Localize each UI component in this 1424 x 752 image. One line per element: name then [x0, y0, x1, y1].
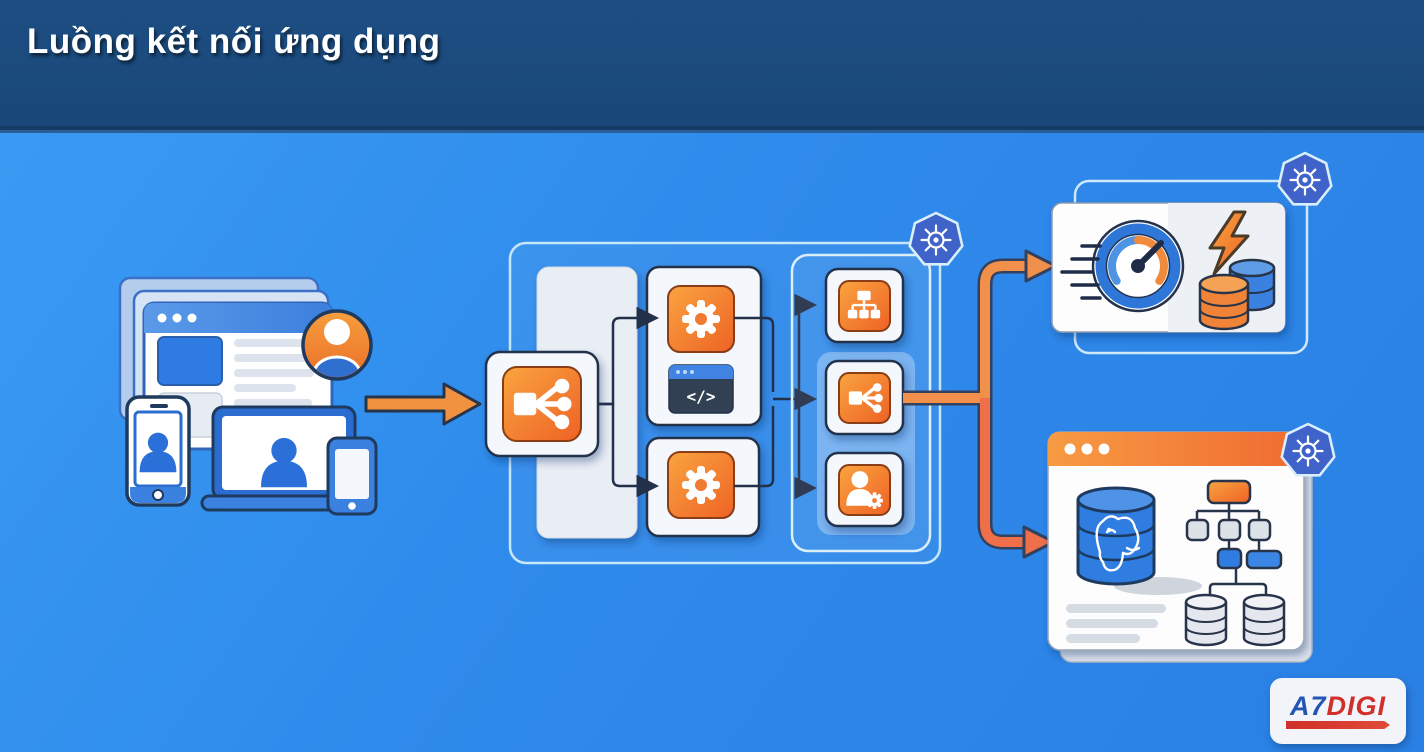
- window-dots-icon: [157, 313, 197, 323]
- database-cylinder-right: [1242, 593, 1286, 647]
- cache-database-orange: [1198, 273, 1250, 331]
- gear-icon: [682, 466, 720, 504]
- smartphone-right: [326, 436, 378, 516]
- app-tier-container: </>: [484, 211, 964, 565]
- kubernetes-icon: [1280, 422, 1336, 477]
- page-title: Luồng kết nối ứng dụng: [27, 22, 441, 61]
- load-balancer-node: [484, 350, 600, 458]
- kubernetes-icon: [1277, 151, 1333, 206]
- hero-image-placeholder: [157, 336, 223, 386]
- laptop: [200, 405, 372, 512]
- logo-text: A7DIGI: [1289, 691, 1387, 721]
- logo-text-digi: DIGI: [1326, 691, 1387, 721]
- user-avatar: [301, 309, 373, 381]
- monitoring-panel: [1051, 151, 1333, 355]
- schema-tree-icon: [1185, 479, 1283, 596]
- logo-text-a7: A7: [1289, 691, 1327, 721]
- pod-load-balancer-node: [824, 359, 905, 436]
- cache-databases-icon: [1198, 258, 1276, 331]
- kubernetes-icon: [908, 211, 964, 266]
- browser-titlebar-orange: [1048, 432, 1304, 466]
- code-glyph: </>: [687, 387, 716, 406]
- postgresql-database-icon: [1076, 486, 1156, 586]
- database-cylinder-left: [1184, 593, 1228, 647]
- arrow-to-monitoring: [1024, 249, 1058, 283]
- logo-tagline-arrow-icon: [1286, 721, 1390, 729]
- connector-lines: [598, 293, 817, 500]
- speed-gauge-icon: [1060, 219, 1185, 313]
- window-dots-icon: [1064, 443, 1110, 455]
- speed-lines-icon: [1060, 244, 1102, 300]
- database-cylinders-icon: [1184, 593, 1286, 647]
- orange-fork-connector: [903, 249, 1058, 559]
- smartphone-left: [125, 395, 191, 507]
- lightning-bolt-icon: [1208, 210, 1250, 276]
- title-bar: Luồng kết nối ứng dụng: [0, 0, 1424, 133]
- code-window: </>: [668, 364, 734, 414]
- speaker-icon: [150, 404, 168, 408]
- service-panel-top: </>: [645, 265, 763, 427]
- arrow-to-database: [1022, 525, 1056, 559]
- arrow-clients-to-lb: [364, 382, 482, 426]
- client-devices-group: [118, 276, 378, 516]
- postgres-elephant-icon: [1095, 515, 1141, 572]
- k8s-pods-cluster: [790, 211, 964, 553]
- pod-sitemap-node: [824, 267, 905, 344]
- browser-titlebar: [144, 303, 332, 333]
- database-panel: [1047, 422, 1336, 663]
- home-button-icon: [348, 502, 356, 510]
- pod-user-service-node: [824, 451, 905, 528]
- home-button-icon: [152, 489, 164, 501]
- gear-icon: [682, 300, 720, 338]
- a7digi-logo: A7DIGI: [1270, 678, 1406, 744]
- window-dots-icon: [676, 370, 694, 374]
- text-lines: [1066, 604, 1166, 643]
